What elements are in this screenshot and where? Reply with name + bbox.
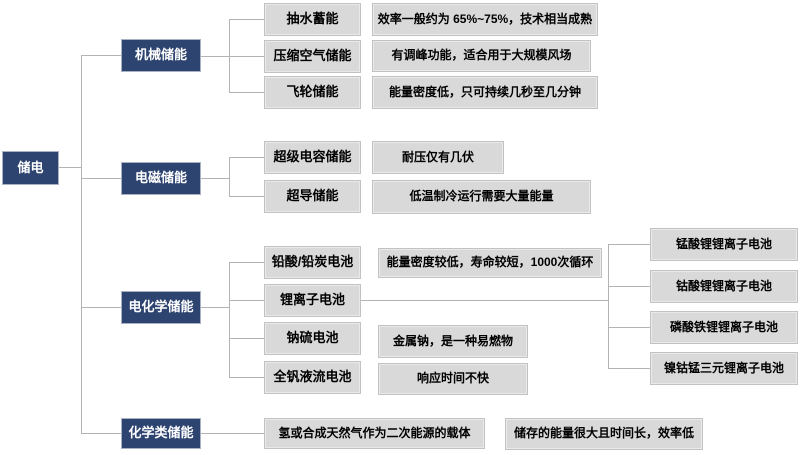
desc-sodium-sulfur-battery: 金属钠，是一种易燃物 xyxy=(378,325,528,358)
connector-line xyxy=(229,19,230,93)
desc-flywheel: 能量密度低，只可持续几秒至几分钟 xyxy=(372,76,598,109)
desc-vanadium-flow-battery: 响应时间不快 xyxy=(378,363,528,395)
connector-line xyxy=(230,338,264,339)
desc-supercapacitor: 耐压仅有几伏 xyxy=(372,141,504,174)
connector-line xyxy=(361,300,608,301)
connector-line xyxy=(609,286,650,287)
desc-compressed-air: 有调峰功能，适合用于大规模风场 xyxy=(372,40,591,72)
connector-line xyxy=(82,307,121,308)
connector-line xyxy=(609,244,650,245)
connector-line xyxy=(229,157,230,197)
connector-line xyxy=(230,157,264,158)
node-compressed-air: 压缩空气储能 xyxy=(264,40,361,73)
node-chemical-storage: 化学类储能 xyxy=(121,418,201,449)
node-ncm-battery: 镍钴锰三元锂离子电池 xyxy=(650,352,798,385)
node-mechanical-storage: 机械储能 xyxy=(121,39,201,72)
node-lithium-ion-battery: 锂离子电池 xyxy=(264,284,361,317)
node-electromagnetic-storage: 电磁储能 xyxy=(121,162,201,195)
connector-line xyxy=(230,56,264,57)
desc-lead-acid-battery: 能量密度较低，寿命较短，1000次循环 xyxy=(378,248,602,278)
connector-line xyxy=(201,433,264,434)
connector-line xyxy=(230,19,264,20)
connector-line xyxy=(230,300,264,301)
connector-line xyxy=(608,244,609,369)
node-lmo-battery: 锰酸锂锂离子电池 xyxy=(650,228,798,261)
connector-line xyxy=(59,167,82,168)
desc-hydrogen-carrier: 储存的能量很大且时间长，效率低 xyxy=(505,418,703,450)
node-lco-battery: 钴酸锂锂离子电池 xyxy=(650,270,798,303)
node-vanadium-flow-battery: 全钒液流电池 xyxy=(264,361,361,394)
node-electrochemical-storage: 电化学储能 xyxy=(121,291,201,324)
desc-superconducting: 低温制冷运行需要大量能量 xyxy=(372,180,591,214)
connector-line xyxy=(609,368,650,369)
node-hydrogen-carrier: 氢或合成天然气作为二次能源的载体 xyxy=(264,418,485,449)
desc-pumped-hydro: 效率一般约为 65%~75%，技术相当成熟 xyxy=(372,3,598,36)
node-lead-acid-battery: 铅酸/铅炭电池 xyxy=(264,246,361,279)
node-lfp-battery: 磷酸铁锂锂离子电池 xyxy=(650,311,798,344)
connector-line xyxy=(230,92,264,93)
node-sodium-sulfur-battery: 钠硫电池 xyxy=(264,322,361,355)
node-flywheel: 飞轮储能 xyxy=(264,76,361,109)
connector-line xyxy=(230,377,264,378)
connector-line xyxy=(82,178,121,179)
connector-line xyxy=(609,327,650,328)
connector-line xyxy=(201,307,229,308)
connector-line xyxy=(82,433,121,434)
node-root: 储电 xyxy=(2,151,59,185)
connector-line xyxy=(201,178,229,179)
connector-line xyxy=(82,55,121,56)
node-supercapacitor: 超级电容储能 xyxy=(264,141,361,174)
node-pumped-hydro: 抽水蓄能 xyxy=(264,3,361,36)
connector-line xyxy=(229,262,230,378)
node-superconducting: 超导储能 xyxy=(264,180,361,213)
connector-line xyxy=(201,56,229,57)
connector-line xyxy=(230,262,264,263)
connector-line xyxy=(81,55,82,434)
connector-line xyxy=(230,196,264,197)
